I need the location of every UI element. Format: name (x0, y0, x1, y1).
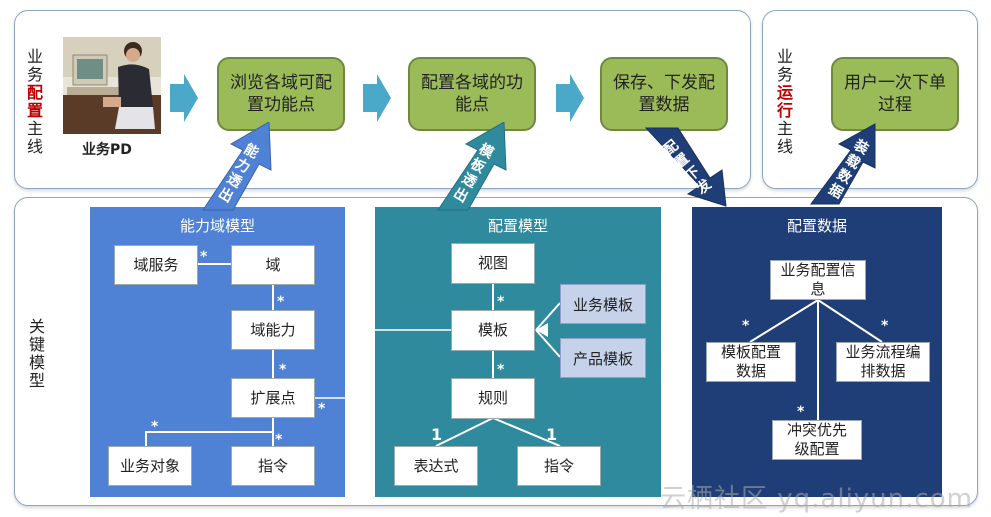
flow-chevron-icon (556, 74, 584, 126)
node-view: 视图 (451, 243, 535, 284)
business-pd-illustration (63, 37, 161, 134)
flow-step-save: 保存、下发配置数据 (600, 57, 728, 131)
template-expose-arrow (428, 121, 518, 221)
pd-caption: 业务PD (82, 142, 132, 158)
node-domain: 域 (231, 245, 315, 285)
node-product-template: 产品模板 (560, 338, 646, 378)
load-data-arrow (805, 120, 895, 214)
multiplicity-star: * (497, 294, 505, 310)
node-template-config: 模板配置数据 (706, 342, 796, 382)
multiplicity-star: * (881, 318, 889, 334)
flow-chevron-icon (363, 74, 391, 126)
multiplicity-star: * (742, 318, 750, 334)
flow-step-browse: 浏览各域可配置功能点 (217, 57, 345, 131)
multiplicity-star: * (200, 249, 208, 265)
multiplicity-star: * (277, 294, 285, 310)
node-extension-point: 扩展点 (231, 378, 315, 418)
config-distribute-arrow (640, 120, 752, 214)
multiplicity-star: * (151, 419, 159, 435)
node-business-object: 业务对象 (108, 446, 192, 486)
config-data-title: 配置数据 (786, 217, 847, 235)
flow-step-order: 用户一次下单过程 (831, 57, 959, 131)
flow-step-configure: 配置各域的功能点 (408, 57, 536, 131)
multiplicity-star: * (279, 362, 287, 378)
node-conflict-priority: 冲突优先级配置 (772, 420, 862, 460)
node-flow-orchestration: 业务流程编排数据 (836, 342, 930, 382)
multiplicity-one: 1 (546, 425, 558, 444)
ability-expose-arrow (193, 121, 283, 221)
node-business-template: 业务模板 (560, 284, 646, 324)
node-business-config: 业务配置信息 (770, 260, 866, 300)
multiplicity-one: 1 (431, 425, 443, 444)
node-template: 模板 (451, 310, 535, 351)
node-domain-capability: 域能力 (231, 310, 315, 350)
multiplicity-star: * (797, 404, 805, 420)
config-mainline-label: 业务 配置 主线 (26, 47, 43, 156)
config-model-title: 配置模型 (487, 217, 548, 235)
node-expression: 表达式 (394, 446, 478, 486)
multiplicity-star: * (275, 432, 283, 448)
watermark: 云栖社区 yq.aliyun.com (660, 484, 973, 514)
multiplicity-star: * (318, 401, 326, 417)
node-rule: 规则 (451, 378, 535, 419)
flow-chevron-icon (170, 74, 198, 126)
node-domain-service: 域服务 (114, 245, 198, 285)
node-instruction: 指令 (231, 446, 315, 486)
runtime-mainline-label: 业务 运行 主线 (776, 47, 793, 156)
key-models-label: 关键 模型 (28, 317, 45, 390)
ability-model-title: 能力域模型 (179, 217, 255, 235)
multiplicity-star: * (497, 362, 505, 378)
node-rule-instruction: 指令 (517, 446, 601, 486)
